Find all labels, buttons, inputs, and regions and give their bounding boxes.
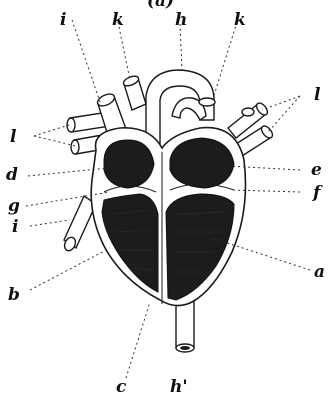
left-ventricle — [166, 194, 234, 300]
label-h-top: h — [175, 10, 187, 30]
label-e: e — [311, 160, 322, 180]
label-l-right: l — [314, 85, 321, 105]
heart-body — [91, 128, 245, 306]
label-l-left: l — [10, 127, 17, 147]
label-i-left: i — [12, 217, 18, 237]
caption-fragment: (a) — [147, 0, 174, 11]
label-k-right: k — [234, 10, 246, 30]
label-k-left: k — [112, 10, 124, 30]
label-b: b — [8, 285, 20, 305]
label-c: c — [116, 377, 127, 397]
label-d: d — [6, 165, 18, 185]
label-h-prime: h' — [170, 377, 188, 397]
label-f: f — [312, 183, 323, 203]
label-a: a — [314, 262, 325, 282]
label-i-top: i — [60, 10, 66, 30]
left-atrium — [170, 138, 234, 188]
label-g: g — [8, 196, 20, 216]
